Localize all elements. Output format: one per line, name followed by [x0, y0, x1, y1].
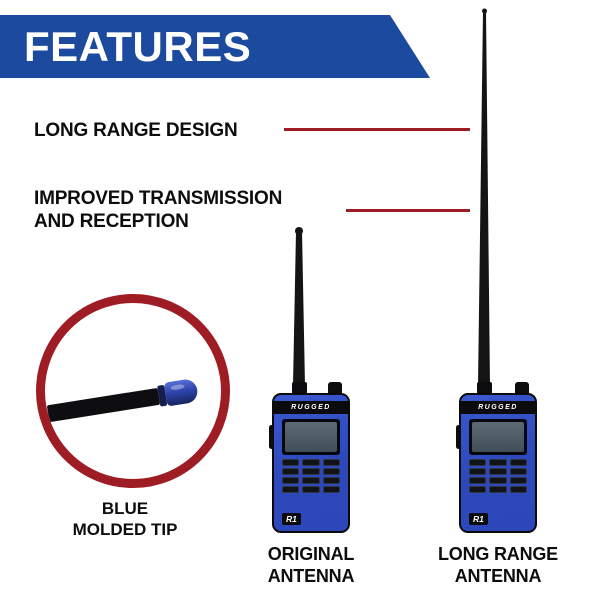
keypad-button [322, 468, 340, 475]
radio-caption-original: ORIGINAL ANTENNA [240, 543, 382, 587]
caption-longrange-line2: ANTENNA [454, 566, 542, 586]
ptt-button [456, 425, 461, 449]
volume-knob [328, 382, 342, 395]
radio-model-badge: R1 [282, 513, 301, 525]
keypad-button [489, 477, 507, 484]
brand-band: RUGGED [461, 401, 535, 414]
antenna-rod [46, 387, 160, 422]
keypad-button [489, 468, 507, 475]
keypad-button [282, 468, 300, 475]
callout-improved-line1: IMPROVED TRANSMISSION [34, 188, 283, 209]
keypad [282, 459, 340, 493]
blue-molded-tip [163, 377, 200, 407]
callout-improved-transmission: IMPROVED TRANSMISSION AND RECEPTION [34, 187, 282, 233]
radio-screen [282, 419, 340, 455]
radio-brand: RUGGED [291, 404, 331, 411]
brand-band: RUGGED [274, 401, 348, 414]
radio-model-badge: R1 [469, 513, 488, 525]
long-range-antenna [477, 8, 492, 396]
keypad [469, 459, 527, 493]
volume-knob [515, 382, 529, 395]
caption-original-line2: ANTENNA [267, 566, 355, 586]
keypad-button [489, 486, 507, 493]
keypad-button [302, 486, 320, 493]
keypad-button [322, 477, 340, 484]
keypad-button [302, 477, 320, 484]
features-title: FEATURES [24, 23, 252, 70]
callout-long-range-design: LONG RANGE DESIGN [34, 120, 238, 141]
callout-improved-line2: AND RECEPTION [34, 211, 189, 232]
keypad-button [489, 459, 507, 466]
keypad-button [469, 459, 487, 466]
features-banner: FEATURES [0, 15, 430, 78]
antenna-tip-inset [36, 294, 230, 488]
inset-caption: BLUE MOLDED TIP [28, 498, 222, 540]
keypad-button [509, 477, 527, 484]
caption-longrange-line1: LONG RANGE [437, 544, 558, 564]
radio-long-range: RUGGED R1 [456, 393, 537, 533]
callout-line-2 [346, 209, 470, 212]
keypad-button [469, 468, 487, 475]
inset-caption-line2: MOLDED TIP [72, 520, 178, 539]
keypad-button [469, 477, 487, 484]
keypad-button [302, 459, 320, 466]
caption-original-line1: ORIGINAL [267, 544, 355, 564]
keypad-button [509, 459, 527, 466]
keypad-button [282, 486, 300, 493]
radio-original: RUGGED R1 [269, 393, 350, 533]
radio-caption-long-range: LONG RANGE ANTENNA [408, 543, 588, 587]
keypad-button [282, 459, 300, 466]
lcd-display [472, 422, 524, 452]
callout-line-1 [284, 128, 470, 131]
keypad-button [302, 468, 320, 475]
lcd-display [285, 422, 337, 452]
radio-screen [469, 419, 527, 455]
inset-caption-line1: BLUE [101, 499, 149, 518]
ptt-button [269, 425, 274, 449]
keypad-button [282, 477, 300, 484]
keypad-button [469, 486, 487, 493]
antenna-rod-group [45, 370, 218, 430]
keypad-button [322, 486, 340, 493]
keypad-button [322, 459, 340, 466]
original-antenna [292, 227, 307, 396]
keypad-button [509, 468, 527, 475]
keypad-button [509, 486, 527, 493]
radio-brand: RUGGED [478, 404, 518, 411]
